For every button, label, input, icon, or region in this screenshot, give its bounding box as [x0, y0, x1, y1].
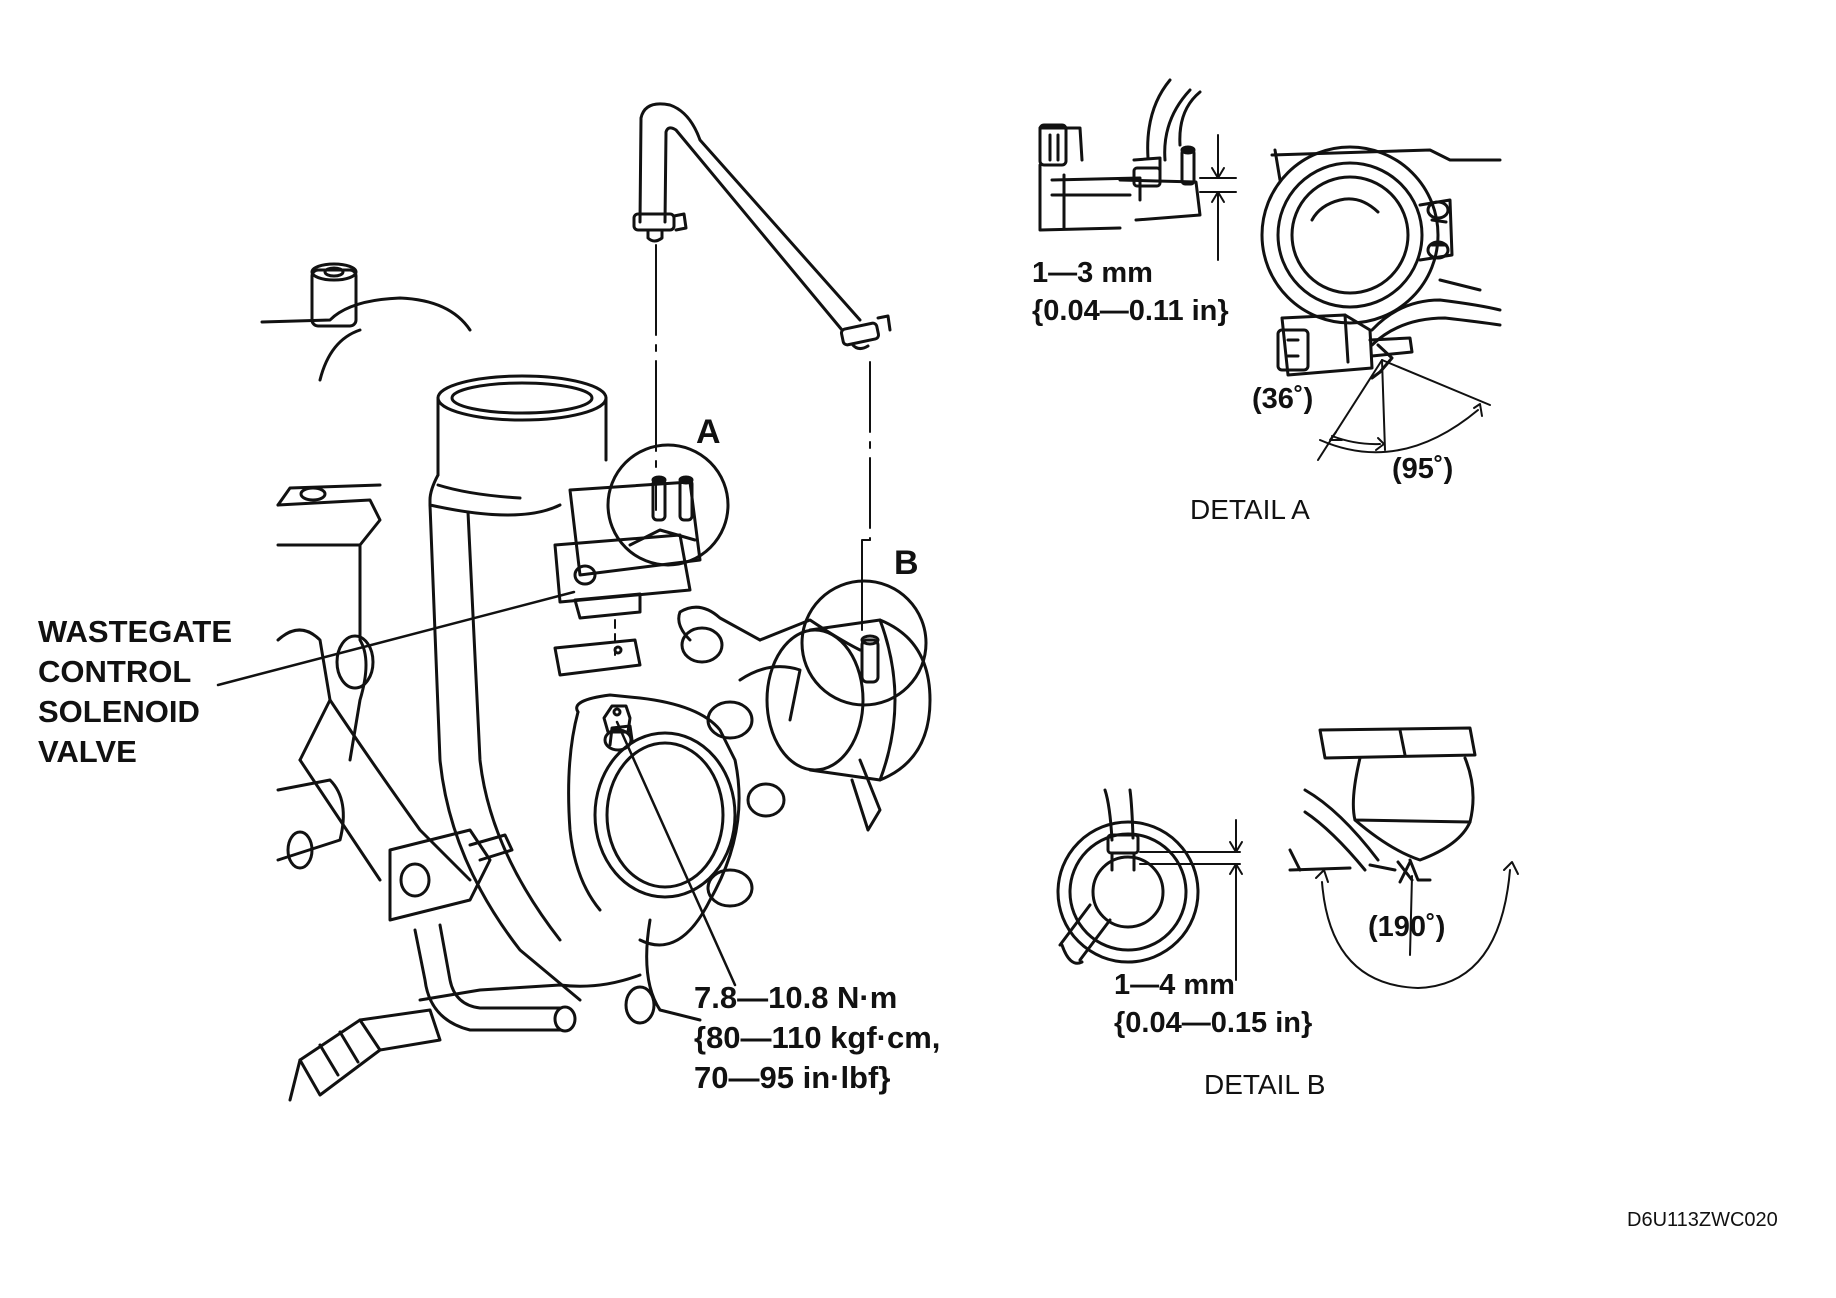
solenoid-label-line-4: VALVE	[38, 734, 137, 769]
vacuum-hose	[632, 102, 892, 351]
solenoid-label-line-3: SOLENOID	[38, 694, 200, 729]
detail-b-circle	[800, 579, 928, 707]
leader-lines	[216, 590, 737, 987]
detail-a-marker: A	[696, 413, 721, 451]
detail-b-title: DETAIL B	[1204, 1069, 1326, 1100]
detail-b-gap: 1—4 mm {0.04—0.15 in}	[1114, 966, 1312, 1042]
detail-b-drawing	[1056, 726, 1519, 989]
torque-line-2: {80—110 kgf·cm,	[694, 1020, 941, 1055]
turbo-housing	[567, 605, 802, 1025]
detail-b-gap-mm: 1—4 mm	[1114, 969, 1235, 1001]
intake-pipe	[428, 374, 608, 1002]
detail-a-drawing	[1038, 78, 1502, 461]
mounting-bolt	[602, 704, 632, 734]
detail-a-gap: 1—3 mm {0.04—0.11 in}	[1032, 254, 1229, 330]
solenoid-callout: WASTEGATE CONTROL SOLENOID VALVE	[38, 612, 232, 772]
detail-a-title: DETAIL A	[1190, 494, 1310, 525]
torque-line-3: 70—95 in·lbf}	[694, 1060, 891, 1095]
detail-b-angle-190: (190˚)	[1368, 911, 1446, 943]
detail-a-circle	[606, 443, 730, 567]
solenoid-valve	[553, 475, 702, 677]
assembly-lines	[614, 244, 871, 656]
wastegate-actuator	[758, 618, 932, 832]
solenoid-label-line-1: WASTEGATE	[38, 614, 233, 649]
detail-b-marker: B	[894, 544, 919, 582]
torque-line-1: 7.8—10.8 N·m	[694, 980, 898, 1015]
detail-b-gap-in: {0.04—0.15 in}	[1114, 1007, 1313, 1039]
detail-a-angle-36: (36˚)	[1252, 383, 1314, 415]
engine-assembly	[260, 262, 642, 1102]
torque-spec: 7.8—10.8 N·m {80—110 kgf·cm, 70—95 in·lb…	[694, 978, 940, 1098]
solenoid-label-line-2: CONTROL	[38, 654, 192, 689]
detail-a-angle-95: (95˚)	[1392, 453, 1454, 485]
detail-a-gap-in: {0.04—0.11 in}	[1032, 295, 1229, 327]
detail-a-gap-mm: 1—3 mm	[1032, 257, 1153, 289]
figure-code: D6U113ZWC020	[1627, 1209, 1778, 1231]
